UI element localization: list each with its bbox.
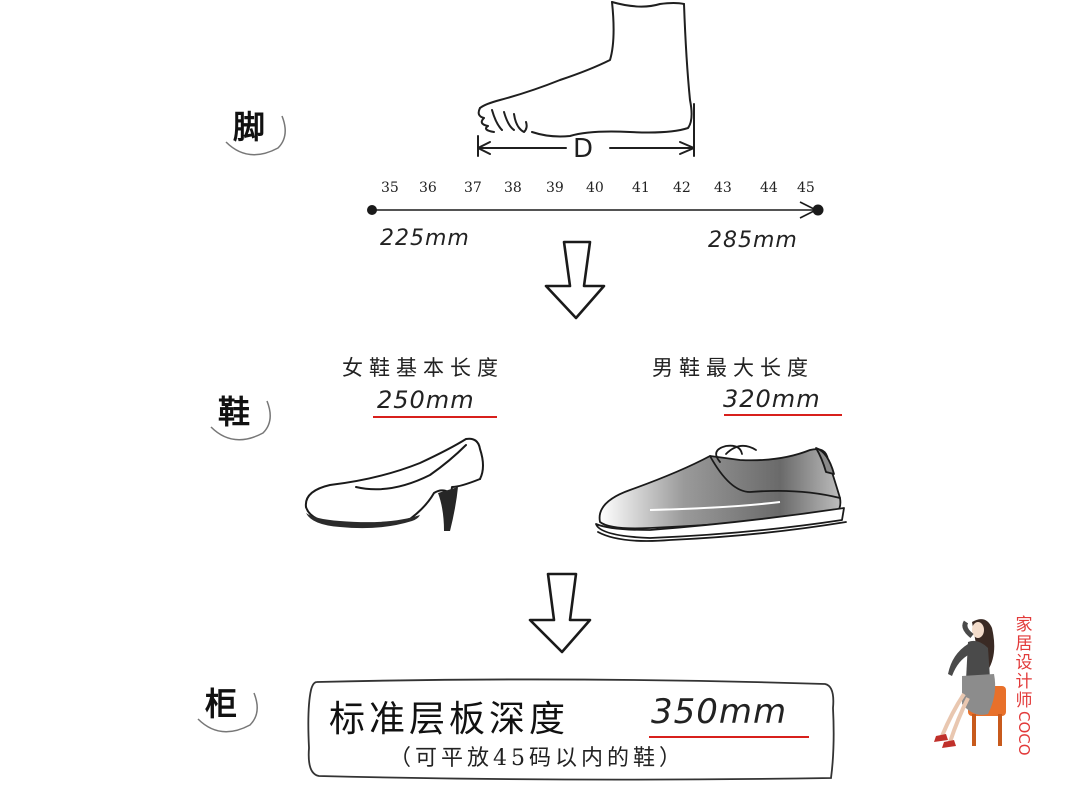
- women-shoe-label: 女鞋基本长度: [342, 356, 504, 380]
- size-tick: 42: [673, 180, 691, 196]
- women-length-underline: [373, 416, 497, 418]
- cabinet-depth-box: 标准层板深度 350mm （可平放45码以内的鞋）: [305, 678, 835, 782]
- badge-cabinet-char: 柜: [204, 685, 237, 723]
- author-name-cn: 家居设计师: [1015, 615, 1033, 711]
- size-tick: 36: [419, 180, 437, 196]
- size-tick: 45: [797, 180, 815, 196]
- author-name-latin: COCO: [1015, 711, 1033, 756]
- sketch-border-icon: [307, 678, 835, 781]
- size-tick: 44: [760, 180, 778, 196]
- size-tick: 37: [464, 180, 482, 196]
- badge-foot-char: 脚: [232, 108, 265, 146]
- cabinet-title: 标准层板深度: [329, 699, 570, 740]
- down-arrow-icon: [528, 572, 592, 654]
- badge-arc-icon: [225, 115, 286, 156]
- designer-avatar-illustration: [934, 619, 1006, 748]
- size-tick: 41: [632, 180, 650, 196]
- women-shoe-length: 250mm: [377, 386, 475, 414]
- size-tick: 39: [546, 180, 564, 196]
- size-tick: 35: [381, 180, 399, 196]
- cabinet-depth-value: 350mm: [651, 692, 788, 732]
- size-tick: 40: [586, 180, 604, 196]
- size-tick: 38: [504, 180, 522, 196]
- size-scale-arrow-icon: [367, 201, 824, 219]
- men-shoe-length: 320mm: [723, 385, 821, 413]
- high-heel-shoe-illustration: [304, 437, 484, 531]
- author-signature: 家居设计师 COCO: [1014, 616, 1034, 756]
- men-shoe-label: 男鞋最大长度: [652, 356, 814, 380]
- cabinet-note: （可平放45码以内的鞋）: [389, 746, 685, 771]
- badge-arc-icon: [210, 400, 271, 441]
- section-badge-cabinet: 柜: [190, 675, 258, 733]
- men-length-underline: [724, 414, 842, 416]
- min-foot-length: 225mm: [380, 226, 470, 251]
- section-badge-foot: 脚: [218, 98, 286, 156]
- depth-underline: [649, 736, 809, 738]
- badge-arc-icon: [197, 692, 258, 733]
- mens-oxford-shoe-illustration: [595, 444, 847, 542]
- badge-shoe-char: 鞋: [217, 393, 250, 431]
- down-arrow-icon: [544, 240, 606, 320]
- max-foot-length: 285mm: [708, 228, 798, 253]
- foot-dimension-label: D: [573, 134, 594, 164]
- size-tick: 43: [714, 180, 732, 196]
- foot-illustration: [477, 1, 695, 157]
- section-badge-shoe: 鞋: [203, 383, 271, 441]
